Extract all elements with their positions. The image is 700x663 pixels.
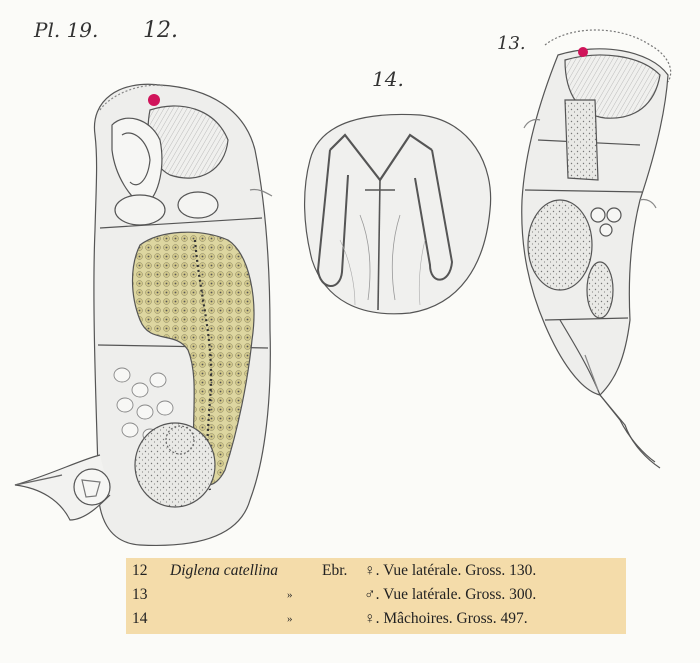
caption-row-13: 13 » ♂. Vue latérale. Gross. 300. [132, 584, 620, 606]
eyespot-figure-13 [578, 47, 588, 57]
caption-author: Ebr. [322, 562, 348, 579]
caption-row-12: 12 Diglena catellina Ebr. ♀. Vue latéral… [132, 560, 620, 582]
caption-row-14: 14 » ♀. Mâchoires. Gross. 497. [132, 608, 620, 630]
caption-figure-number: 13 [132, 586, 148, 603]
figure-14-drawing [303, 113, 492, 315]
caption-description: ♀. Vue latérale. Gross. 130. [364, 562, 537, 579]
eyespot-figure-12 [148, 94, 160, 106]
caption-ditto-mark: » [287, 589, 293, 601]
caption-species-name: Diglena catellina [170, 562, 279, 579]
caption-description: ♂. Vue latérale. Gross. 300. [364, 586, 537, 603]
caption-box: 12 Diglena catellina Ebr. ♀. Vue latéral… [126, 558, 626, 634]
figure-13-drawing [521, 29, 672, 469]
caption-figure-number: 12 [132, 562, 148, 579]
figure-number-14: 14. [372, 67, 404, 91]
figure-number-12: 12. [143, 18, 178, 43]
figure-12-drawing [14, 83, 273, 547]
figure-number-13: 13. [497, 33, 526, 54]
plate-label: Pl. 19. [34, 18, 99, 42]
caption-ditto-mark: » [287, 613, 293, 625]
caption-description: ♀. Mâchoires. Gross. 497. [364, 610, 528, 627]
caption-figure-number: 14 [132, 610, 148, 627]
